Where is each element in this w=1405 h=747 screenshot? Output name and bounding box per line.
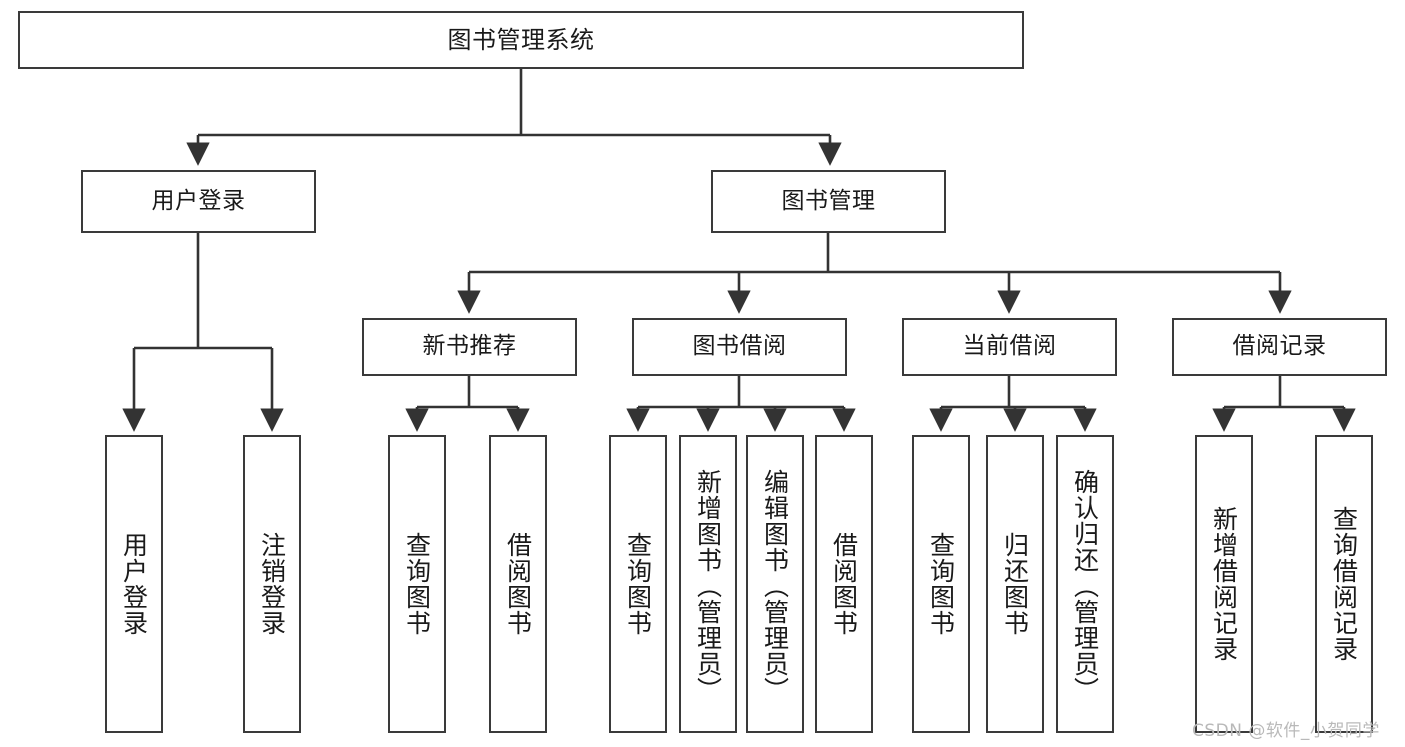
node-leaf-add-book[interactable]: 新增图书（管理员）	[679, 435, 737, 733]
node-label: 用户登录	[151, 187, 246, 214]
node-user-login[interactable]: 用户登录	[81, 170, 316, 233]
node-label: 查询图书	[402, 532, 432, 636]
node-label: 图书管理	[781, 187, 876, 214]
node-label: 新增借阅记录	[1209, 506, 1239, 662]
node-leaf-borrow-book-1[interactable]: 借阅图书	[489, 435, 547, 733]
node-label: 借阅图书	[503, 532, 533, 636]
node-label: 查询图书	[926, 532, 956, 636]
node-label: 查询图书	[623, 532, 653, 636]
node-label: 注销登录	[257, 532, 287, 636]
node-leaf-borrow-book-2[interactable]: 借阅图书	[815, 435, 873, 733]
node-current-borrow[interactable]: 当前借阅	[902, 318, 1117, 376]
node-label: 借阅图书	[829, 532, 859, 636]
node-label: 编辑图书（管理员）	[760, 469, 790, 703]
node-leaf-edit-book[interactable]: 编辑图书（管理员）	[746, 435, 804, 733]
node-label: 新增图书（管理员）	[693, 469, 723, 703]
node-label: 查询借阅记录	[1329, 506, 1359, 662]
node-leaf-query-book-2[interactable]: 查询图书	[609, 435, 667, 733]
node-new-book-recommend[interactable]: 新书推荐	[362, 318, 577, 376]
node-book-manage[interactable]: 图书管理	[711, 170, 946, 233]
node-label: 当前借阅	[962, 333, 1057, 360]
node-leaf-confirm-return[interactable]: 确认归还（管理员）	[1056, 435, 1114, 733]
node-leaf-user-login[interactable]: 用户登录	[105, 435, 163, 733]
node-leaf-query-record[interactable]: 查询借阅记录	[1315, 435, 1373, 733]
node-book-borrow[interactable]: 图书借阅	[632, 318, 847, 376]
node-label: 借阅记录	[1232, 333, 1327, 360]
csdn-watermark: CSDN @软件_小贺同学	[1192, 721, 1380, 741]
node-leaf-add-record[interactable]: 新增借阅记录	[1195, 435, 1253, 733]
node-leaf-query-book-3[interactable]: 查询图书	[912, 435, 970, 733]
node-label: 图书借阅	[692, 333, 787, 360]
node-leaf-return-book[interactable]: 归还图书	[986, 435, 1044, 733]
node-leaf-query-book-1[interactable]: 查询图书	[388, 435, 446, 733]
node-label: 图书管理系统	[447, 25, 595, 54]
node-label: 归还图书	[1000, 532, 1030, 636]
node-borrow-record[interactable]: 借阅记录	[1172, 318, 1387, 376]
node-label: 新书推荐	[422, 333, 517, 360]
node-root-system[interactable]: 图书管理系统	[18, 11, 1024, 69]
node-label: 用户登录	[119, 532, 149, 636]
node-label: 确认归还（管理员）	[1070, 469, 1100, 703]
node-leaf-user-logout[interactable]: 注销登录	[243, 435, 301, 733]
